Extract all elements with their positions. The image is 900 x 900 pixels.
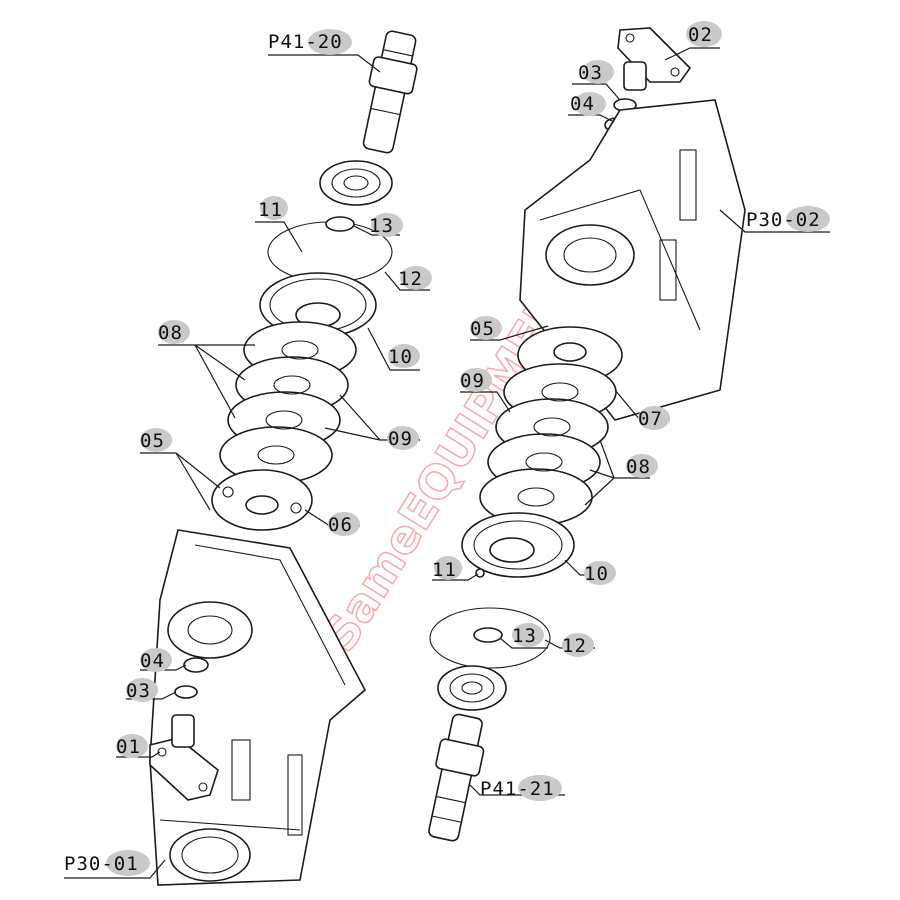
bearing-top-left (319, 160, 393, 206)
ring-03-left (174, 685, 198, 699)
seal-13-left (325, 216, 355, 232)
shaft-p41-20 (362, 30, 418, 154)
callout-10-left: 10 (388, 344, 420, 368)
callout-p41-21: P41-21 (480, 775, 562, 801)
callout-03-bottom-text: 03 (126, 680, 151, 702)
callout-05-left: 05 (140, 428, 172, 452)
callout-04-top: 04 (570, 92, 606, 116)
callout-04-top-text: 04 (570, 93, 595, 115)
flange-01 (149, 714, 219, 801)
callout-12-right: 12 (562, 633, 594, 657)
callout-05-left-text: 05 (140, 430, 165, 452)
callout-13-left-text: 13 (369, 215, 394, 237)
callout-07-text: 07 (638, 408, 663, 430)
bearing-bottom-right (437, 665, 507, 711)
callout-p30-01-text: P30-01 (64, 853, 139, 875)
callout-08-left-text: 08 (158, 322, 183, 344)
callout-labels: P41-20 02 03 04 P30-02 11 13 12 (64, 21, 830, 876)
callout-09-left: 09 (460, 368, 492, 392)
callout-p30-02: P30-02 (746, 206, 830, 232)
callout-09-left-text: 09 (460, 370, 485, 392)
callout-13-right-text: 13 (512, 625, 537, 647)
callout-06-text: 06 (328, 514, 353, 536)
pin-11-right (475, 568, 485, 578)
callout-02-text: 02 (688, 24, 713, 46)
callout-05-right: 05 (470, 316, 502, 340)
callout-10-left-text: 10 (388, 346, 413, 368)
callout-10-right: 10 (584, 561, 616, 585)
port-plate-left (211, 469, 313, 531)
callout-08-right: 08 (626, 454, 658, 478)
callout-11-right-text: 11 (432, 559, 457, 581)
callout-02: 02 (686, 21, 722, 47)
seal-plate-left (259, 272, 377, 338)
callout-p41-21-text: P41-21 (480, 778, 555, 800)
callout-p41-20: P41-20 (268, 29, 352, 55)
callout-08-left: 08 (158, 320, 190, 344)
seal-plate-right (461, 512, 575, 578)
callout-03-top: 03 (578, 60, 614, 84)
callout-08-right-text: 08 (626, 456, 651, 478)
callout-10-right-text: 10 (584, 563, 609, 585)
callout-12-left-text: 12 (398, 268, 423, 290)
callout-04-bottom: 04 (140, 648, 172, 672)
plate-stack-right (479, 363, 617, 526)
callout-07: 07 (638, 406, 670, 430)
snap-ring-right (429, 607, 551, 669)
callout-p41-20-text: P41-20 (268, 31, 343, 53)
callout-p30-02-text: P30-02 (746, 209, 821, 231)
callout-09-right: 09 (387, 426, 419, 450)
callout-11-left-text: 11 (258, 199, 283, 221)
callout-13-left: 13 (369, 213, 403, 237)
callout-01: 01 (116, 734, 148, 758)
shaft-p41-21 (428, 713, 485, 842)
callout-11-right: 11 (432, 556, 462, 581)
seal-13-right (473, 627, 503, 643)
flange-02 (617, 27, 692, 91)
callout-03-top-text: 03 (578, 62, 603, 84)
callout-05-right-text: 05 (470, 318, 495, 340)
callout-01-text: 01 (116, 736, 141, 758)
housing-p30-01 (149, 529, 367, 886)
callout-11-left: 11 (258, 196, 288, 221)
callout-13-right: 13 (512, 623, 544, 647)
callout-09-right-text: 09 (388, 428, 413, 450)
plate-stack-left (219, 321, 357, 484)
callout-06: 06 (328, 512, 360, 536)
callout-03-bottom: 03 (126, 678, 158, 702)
callout-12-left: 12 (398, 266, 432, 290)
seal-04-left (183, 657, 209, 673)
callout-04-bottom-text: 04 (140, 650, 165, 672)
callout-12-right-text: 12 (562, 635, 587, 657)
callout-p30-01: P30-01 (64, 850, 150, 876)
